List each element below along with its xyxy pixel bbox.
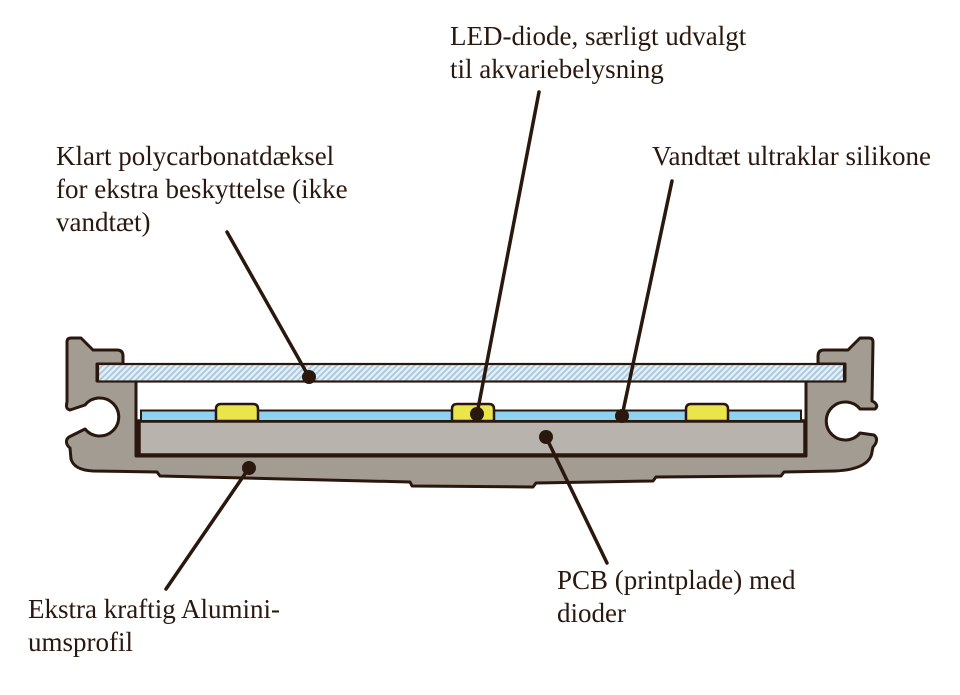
leader-line-led <box>475 90 541 416</box>
label-pcb-line1: PCB (printplade) med <box>557 565 796 595</box>
pcb-board <box>137 419 807 457</box>
leader-line-pcb <box>544 435 609 565</box>
label-aluminum-profile-line1: Ekstra kraftig Alumini- <box>28 594 280 624</box>
aluminum-profile-shape <box>64 336 879 489</box>
leader-line-cover <box>225 230 311 379</box>
label-polycarbonate-cover-line3: vandtæt) <box>56 207 151 237</box>
leader-lines <box>164 90 674 591</box>
leader-dot-silicone <box>615 409 629 423</box>
leader-line-silicone <box>620 179 674 418</box>
label-silicone-line1: Vandtæt ultraklar silikone <box>652 141 931 171</box>
label-pcb-line2: dioder <box>557 598 626 628</box>
leader-dot-aluminum <box>242 461 256 475</box>
leader-dot-cover <box>302 370 316 384</box>
label-silicone: Vandtæt ultraklar silikone <box>652 140 931 173</box>
label-polycarbonate-cover-line2: for ekstra beskyttelse (ikke <box>56 174 348 204</box>
polycarbonate-cover-hatch <box>96 362 846 383</box>
label-led-diode-line1: LED-diode, særligt udvalgt <box>450 21 747 51</box>
leader-dot-led <box>470 407 484 421</box>
label-aluminum-profile-line2: umsprofil <box>28 627 133 657</box>
label-led-diode: LED-diode, særligt udvalgt til akvariebe… <box>450 20 746 86</box>
label-led-diode-line2: til akvariebelysning <box>450 54 664 84</box>
label-polycarbonate-cover-line1: Klart polycarbonatdæksel <box>56 141 335 171</box>
polycarbonate-cover <box>96 362 846 383</box>
label-polycarbonate-cover: Klart polycarbonatdæksel for ekstra besk… <box>56 140 348 239</box>
led-chip-left <box>214 402 260 423</box>
label-aluminum-profile: Ekstra kraftig Alumini- umsprofil <box>28 593 280 659</box>
leader-dot-pcb <box>539 430 553 444</box>
led-chips <box>214 402 730 423</box>
leader-line-aluminum <box>164 466 251 591</box>
led-chip-right <box>684 402 730 423</box>
label-pcb: PCB (printplade) med dioder <box>557 564 795 630</box>
